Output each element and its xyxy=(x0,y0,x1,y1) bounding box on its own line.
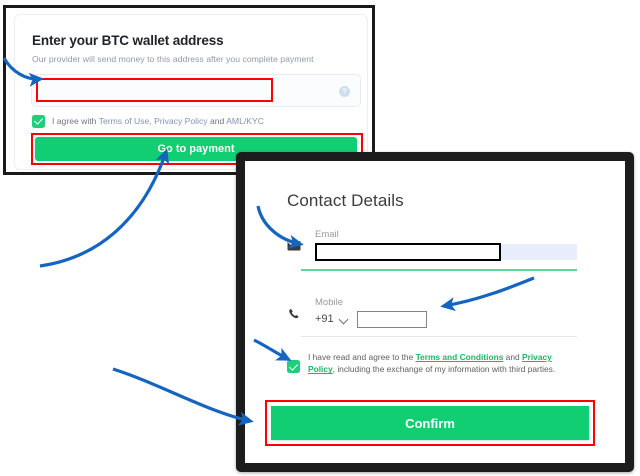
agree-label: I agree with Terms of Use, Privacy Polic… xyxy=(52,116,264,126)
page-title: Enter your BTC wallet address xyxy=(32,33,224,48)
wallet-card: Enter your BTC wallet address Our provid… xyxy=(14,14,368,170)
mobile-label: Mobile xyxy=(315,297,343,308)
terms-of-use-link[interactable]: Terms of Use, Privacy Policy xyxy=(98,116,208,126)
terms-and-conditions-link[interactable]: Terms and Conditions xyxy=(415,352,504,362)
terms-checkbox[interactable] xyxy=(287,360,300,373)
contact-details-panel: Contact Details Email xyxy=(236,152,634,472)
country-code-select[interactable]: +91 xyxy=(315,313,334,325)
contact-card: Contact Details Email xyxy=(245,161,625,463)
agree-checkbox[interactable] xyxy=(32,114,45,128)
highlight-box-wallet-input xyxy=(36,78,273,102)
terms-part2: and xyxy=(503,352,522,362)
wallet-agreement-row[interactable]: I agree with Terms of Use, Privacy Polic… xyxy=(32,114,264,128)
aml-kyc-link[interactable]: AML/KYC xyxy=(226,116,264,126)
arrow-to-confirm xyxy=(112,367,254,426)
wallet-subtitle: Our provider will send money to this add… xyxy=(32,54,314,64)
terms-row[interactable]: I have read and agree to the Terms and C… xyxy=(287,351,577,376)
mobile-underline xyxy=(301,336,577,337)
agree-prefix: I agree with xyxy=(52,116,99,126)
chevron-down-icon[interactable] xyxy=(338,314,349,325)
terms-part1: I have read and agree to the xyxy=(308,352,416,362)
email-input[interactable] xyxy=(315,243,501,261)
help-icon[interactable]: ? xyxy=(339,86,350,97)
mobile-input[interactable] xyxy=(357,311,427,328)
email-label: Email xyxy=(315,229,339,240)
contact-title: Contact Details xyxy=(287,191,404,210)
confirm-button[interactable]: Confirm xyxy=(271,406,589,440)
wallet-address-panel: Enter your BTC wallet address Our provid… xyxy=(3,5,375,175)
envelope-icon xyxy=(287,239,301,253)
privacy-policy-link[interactable]: Privacy Policy xyxy=(308,352,552,375)
terms-label: I have read and agree to the Terms and C… xyxy=(308,351,576,376)
terms-part3: , including the exchange of my informati… xyxy=(332,364,556,375)
phone-icon xyxy=(287,307,301,321)
agree-middle: and xyxy=(207,116,227,126)
email-underline xyxy=(301,269,577,271)
